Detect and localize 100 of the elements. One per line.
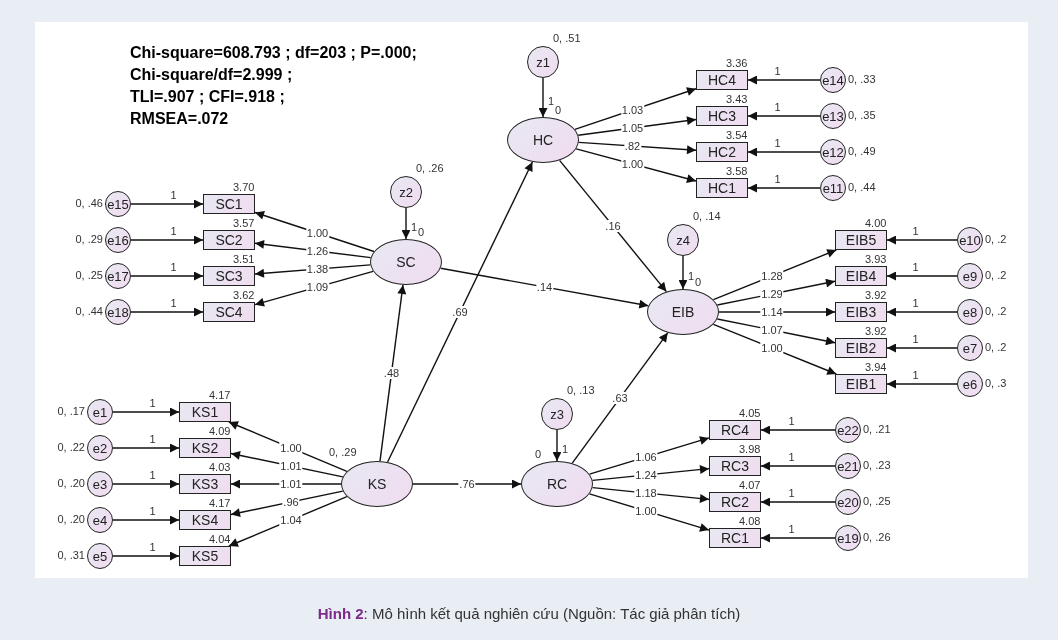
edge-label: 1 bbox=[169, 225, 178, 237]
edge-label: 1 bbox=[560, 443, 570, 455]
arrow bbox=[230, 490, 344, 518]
value-label: 0, .25 bbox=[75, 269, 103, 281]
value-label: 0, .20 bbox=[57, 513, 85, 525]
arrow bbox=[230, 479, 342, 489]
fit-statistic: Chi-square/df=2.999 ; bbox=[130, 65, 294, 85]
indicator-box: KS3 bbox=[179, 474, 231, 494]
arrow bbox=[112, 407, 180, 417]
edge-label: .69 bbox=[451, 306, 469, 318]
edge-label: 1.00 bbox=[634, 505, 658, 517]
value-label: 0, .33 bbox=[848, 73, 876, 85]
arrow bbox=[886, 235, 958, 245]
indicator-box: SC3 bbox=[203, 266, 255, 286]
arrow bbox=[112, 443, 180, 453]
edge-label: 1 bbox=[773, 101, 782, 113]
arrow bbox=[760, 425, 836, 435]
edge-label: 1 bbox=[409, 221, 419, 233]
arrow bbox=[886, 307, 958, 317]
indicator-box: KS1 bbox=[179, 402, 231, 422]
caption: Hình 2: Mô hình kết quả nghiên cứu (Nguồn: Tác giả phân tích) bbox=[316, 604, 742, 624]
arrow bbox=[747, 183, 821, 193]
value-label: 3.93 bbox=[865, 253, 887, 265]
edge-label: 1 bbox=[787, 523, 796, 535]
value-label: 4.09 bbox=[209, 425, 231, 437]
arrow bbox=[538, 77, 548, 118]
edge-label: 1.00 bbox=[279, 442, 303, 454]
edge-label: 1 bbox=[148, 397, 157, 409]
edge-label: 1 bbox=[169, 261, 178, 273]
value-label: 3.70 bbox=[233, 181, 255, 193]
edge-label: 1.18 bbox=[634, 487, 658, 499]
arrow bbox=[716, 318, 836, 346]
fit-statistic: TLI=.907 ; CFI=.918 ; bbox=[130, 87, 286, 107]
edge-label: 1 bbox=[169, 189, 178, 201]
value-label: 0, .14 bbox=[693, 210, 721, 222]
value-label: 3.94 bbox=[865, 361, 887, 373]
indicator-box: HC1 bbox=[696, 178, 748, 198]
edge-label: 1 bbox=[546, 95, 556, 107]
indicator-box: SC4 bbox=[203, 302, 255, 322]
arrow bbox=[230, 450, 344, 478]
edge-label: 1 bbox=[686, 270, 696, 282]
edge-label: 1 bbox=[773, 137, 782, 149]
arrow bbox=[401, 207, 411, 240]
edge-label: 1 bbox=[787, 415, 796, 427]
edge-label: 1 bbox=[911, 261, 920, 273]
edge-label: .16 bbox=[604, 220, 622, 232]
value-label: 4.07 bbox=[739, 479, 761, 491]
indicator-box: KS2 bbox=[179, 438, 231, 458]
arrow bbox=[439, 267, 650, 309]
edge-label: 1.04 bbox=[279, 514, 303, 526]
value-label: 0, .3 bbox=[985, 377, 1007, 389]
edge-label: 1.06 bbox=[634, 451, 658, 463]
edge-label: 1.00 bbox=[305, 227, 330, 239]
edge-label: 1 bbox=[911, 225, 920, 237]
edge-label: 1 bbox=[148, 469, 157, 481]
edge-label: 1 bbox=[773, 173, 782, 185]
indicator-box: EIB4 bbox=[835, 266, 887, 286]
arrow bbox=[716, 278, 836, 306]
indicator-box: RC2 bbox=[709, 492, 761, 512]
arrow bbox=[254, 270, 374, 307]
edge-label: 1 bbox=[773, 65, 782, 77]
indicator-box: HC4 bbox=[696, 70, 748, 90]
value-label: 0, .2 bbox=[985, 269, 1007, 281]
fit-statistic: Chi-square=608.793 ; df=203 ; P=.000; bbox=[130, 43, 417, 63]
arrow bbox=[588, 493, 710, 532]
edge-label: 1 bbox=[911, 333, 920, 345]
edge-label: .76 bbox=[458, 478, 476, 490]
edge-label: 1.14 bbox=[760, 306, 784, 318]
value-label: 0 bbox=[418, 226, 425, 238]
indicator-box: EIB1 bbox=[835, 374, 887, 394]
value-label: 0, .49 bbox=[848, 145, 876, 157]
arrow bbox=[678, 255, 688, 290]
value-label: 3.98 bbox=[739, 443, 761, 455]
edge-label: 1.28 bbox=[760, 270, 784, 282]
edge-label: 1.03 bbox=[620, 104, 645, 116]
arrow bbox=[112, 551, 180, 561]
value-label: 3.51 bbox=[233, 253, 255, 265]
value-label: 0, .25 bbox=[863, 495, 891, 507]
indicator-box: RC3 bbox=[709, 456, 761, 476]
value-label: 4.04 bbox=[209, 533, 231, 545]
arrow bbox=[574, 87, 697, 130]
value-label: 0, .29 bbox=[75, 233, 103, 245]
indicator-box: HC3 bbox=[696, 106, 748, 126]
edge-label: 1 bbox=[911, 297, 920, 309]
value-label: 0, .22 bbox=[57, 441, 85, 453]
edge-label: 1.05 bbox=[620, 122, 645, 134]
arrow bbox=[886, 271, 958, 281]
value-label: 0, .26 bbox=[863, 531, 891, 543]
value-label: 0, .20 bbox=[57, 477, 85, 489]
value-label: 4.00 bbox=[865, 217, 887, 229]
edge-label: 1.29 bbox=[760, 288, 784, 300]
value-label: 4.08 bbox=[739, 515, 761, 527]
edge-label: 1 bbox=[148, 505, 157, 517]
edge-label: 1 bbox=[169, 297, 178, 309]
arrow bbox=[130, 271, 204, 281]
value-label: 0, .51 bbox=[553, 32, 581, 44]
arrow bbox=[760, 461, 836, 471]
value-label: 3.58 bbox=[726, 165, 748, 177]
indicator-box: HC2 bbox=[696, 142, 748, 162]
arrow bbox=[747, 147, 821, 157]
